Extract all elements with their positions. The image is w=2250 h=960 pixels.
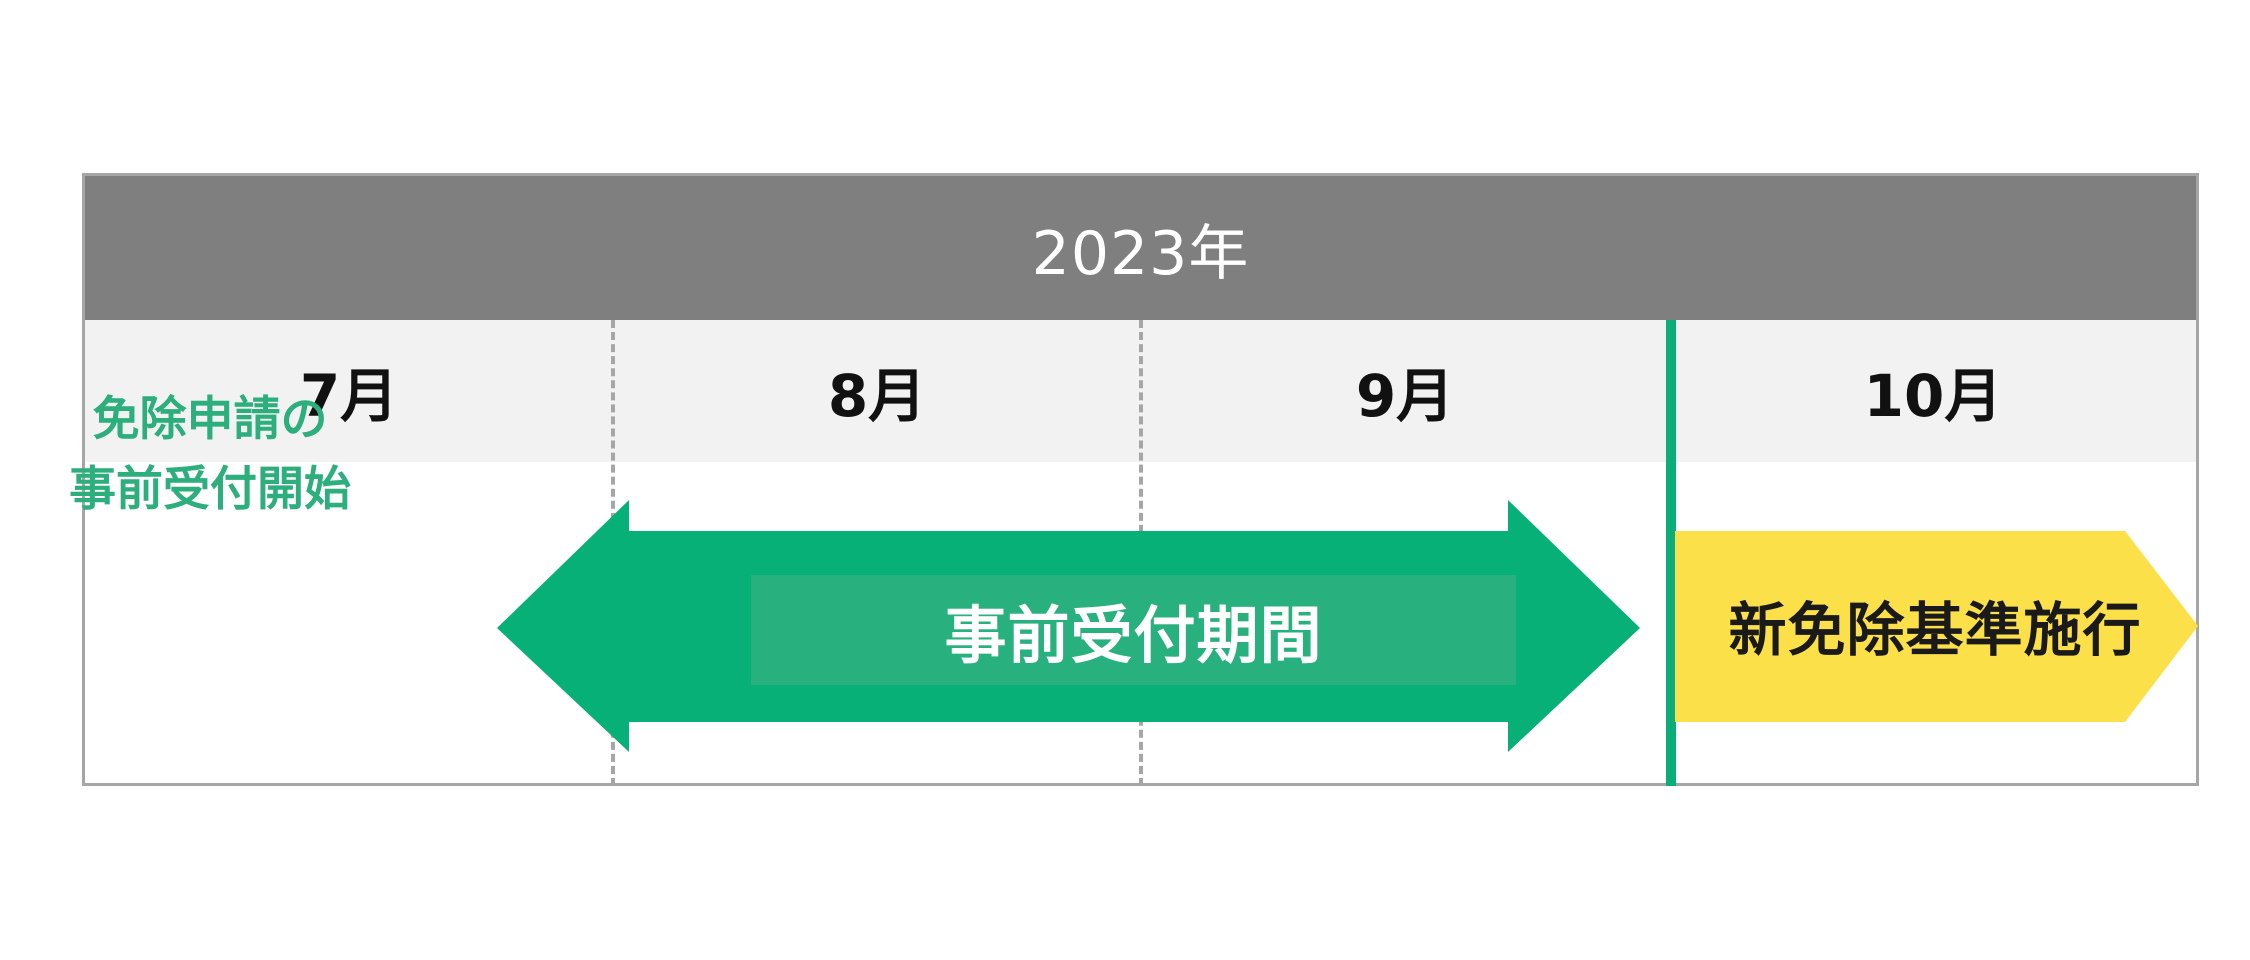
yellow-arrow — [1675, 531, 2198, 722]
pre-application-note: 免除申請の 事前受付開始 — [55, 385, 365, 525]
enforcement-start-line — [1666, 320, 1676, 786]
month-october: 10月 — [1863, 362, 2003, 430]
year-label: 2023年 — [1031, 218, 1250, 289]
month-july: 7月 — [299, 362, 399, 430]
enforcement-label: 新免除基準施行 — [1728, 596, 2142, 664]
enforcement-label-box: 新免除基準施行 — [1675, 530, 2195, 720]
note-line-2: 事前受付開始 — [69, 462, 351, 517]
period-label-box: 事前受付期間 — [751, 575, 1516, 685]
year-header: 2023年 — [85, 176, 2196, 320]
month-august: 8月 — [827, 362, 927, 430]
month-september: 9月 — [1355, 362, 1455, 430]
note-line-1: 免除申請の — [92, 392, 328, 447]
period-label: 事前受付期間 — [944, 599, 1323, 672]
timeline-frame: 2023年 7月 8月 9月 10月 — [82, 173, 2199, 786]
